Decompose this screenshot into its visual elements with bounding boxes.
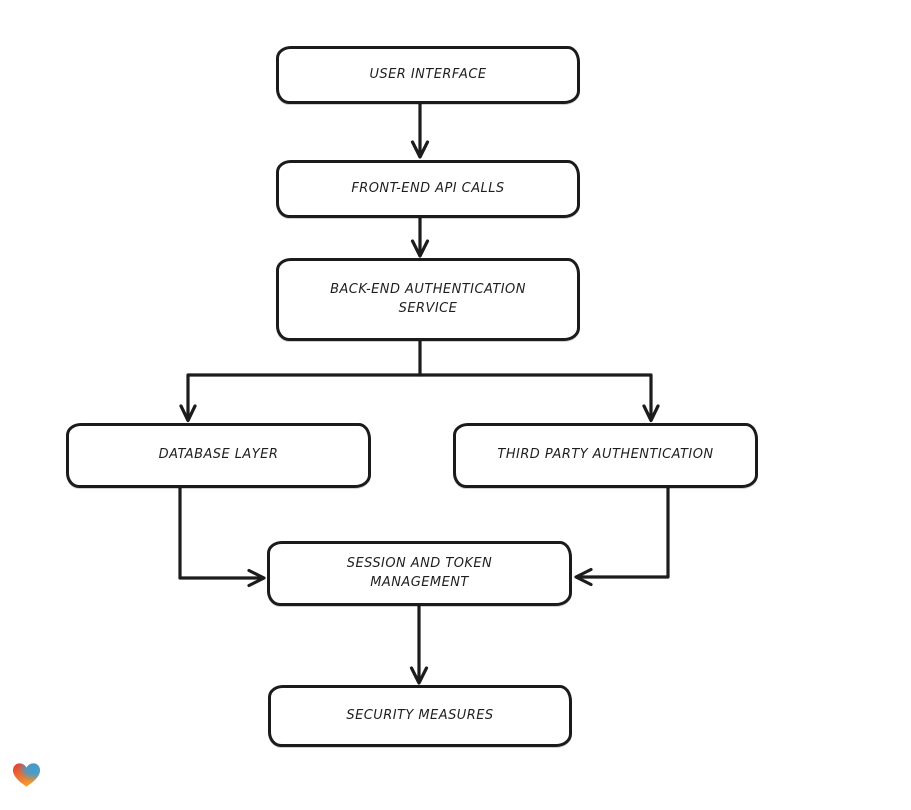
edge-back-end-authentication-service-to-third-party-authentication [418,373,660,423]
node-third-party-authentication-label: THIRD PARTY AUTHENTICATION [497,447,714,463]
node-back-end-authentication-service: BACK-END AUTHENTICATION SERVICE [276,258,580,341]
edge-third-party-authentication-to-session-and-token-management [574,486,670,587]
node-session-and-token-management-label: SESSION AND TOKEN MANAGEMENT [346,555,493,590]
node-security-measures: SECURITY MEASURES [268,685,572,747]
node-database-layer: DATABASE LAYER [66,423,371,488]
edge-session-and-token-management-to-security-measures [409,604,429,685]
gradient-heart-icon [12,763,41,787]
node-user-interface-label: USER INTERFACE [369,66,487,82]
node-database-layer-label: DATABASE LAYER [158,447,279,463]
node-security-measures-label: SECURITY MEASURES [346,707,494,723]
node-front-end-api-calls-label: FRONT-END API CALLS [351,180,505,196]
edge-back-end-authentication-service-to-database-layer [179,339,422,423]
node-back-end-authentication-service-label: BACK-END AUTHENTICATION SERVICE [330,281,526,316]
edge-user-interface-to-front-end-api-calls [410,102,430,159]
edge-database-layer-to-session-and-token-management [178,486,266,588]
node-third-party-authentication: THIRD PARTY AUTHENTICATION [453,423,758,488]
node-front-end-api-calls: FRONT-END API CALLS [276,160,580,218]
node-user-interface: USER INTERFACE [276,46,580,104]
edge-front-end-api-calls-to-back-end-authentication-service [410,216,430,258]
node-session-and-token-management: SESSION AND TOKEN MANAGEMENT [267,541,572,606]
